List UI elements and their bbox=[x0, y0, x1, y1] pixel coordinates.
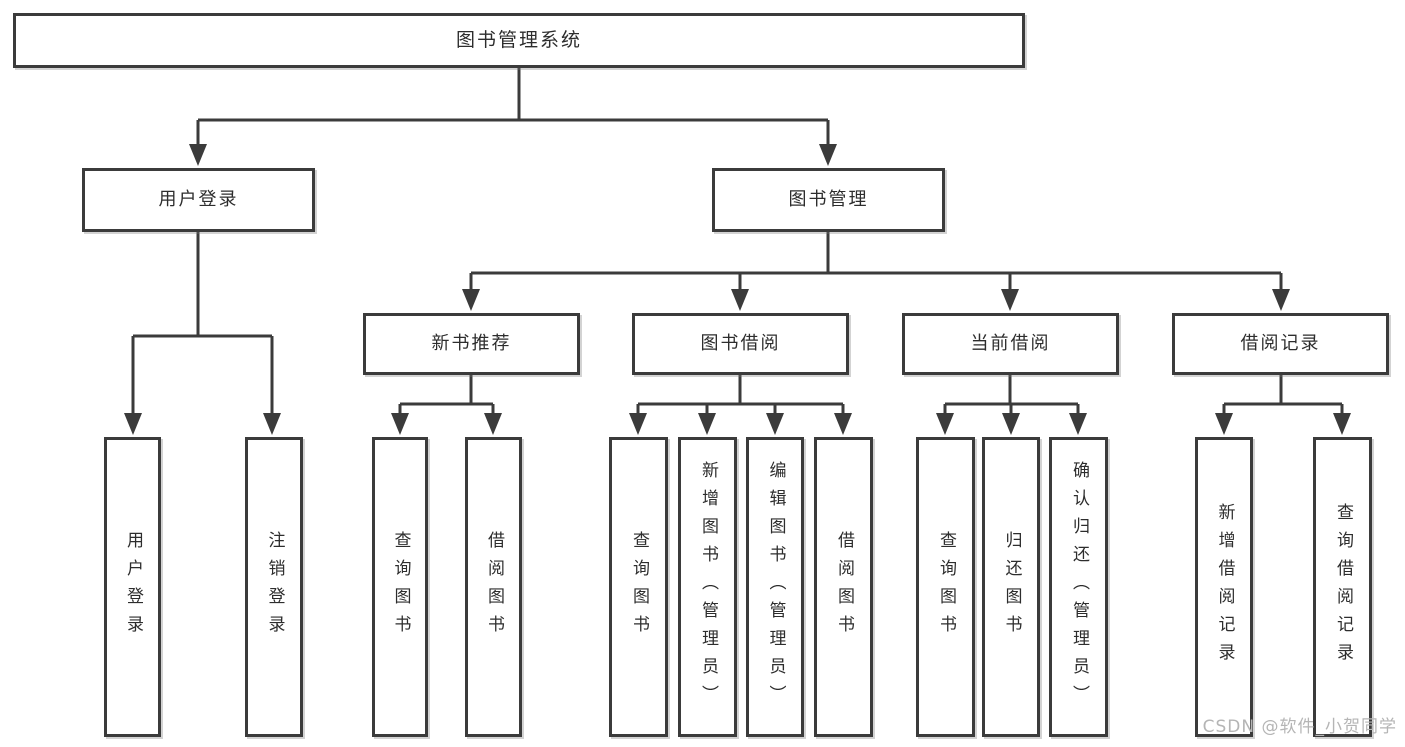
tree-trunk-lines bbox=[133, 68, 1342, 406]
node-label: 当前借阅 bbox=[970, 333, 1051, 355]
leaf-logout: 注销登录 bbox=[245, 437, 303, 737]
leaf-records-query-record: 查询借阅记录 bbox=[1313, 437, 1372, 737]
node-label: 用户登录 bbox=[123, 531, 143, 643]
node-label: 图书管理系统 bbox=[455, 29, 582, 52]
node-label: 查询图书 bbox=[390, 531, 411, 643]
node-label: 借阅图书 bbox=[484, 531, 504, 643]
leaf-current-query-books: 查询图书 bbox=[916, 437, 975, 737]
leaf-current-return-books: 归还图书 bbox=[982, 437, 1040, 737]
csdn-watermark: CSDN @软件_小贺同学 bbox=[1202, 717, 1397, 737]
node-label: 用户登录 bbox=[158, 189, 239, 211]
node-book-management: 图书管理 bbox=[712, 168, 945, 232]
leaf-borrow-add-books-admin: 新增图书（管理员） bbox=[678, 437, 737, 737]
node-label: 归还图书 bbox=[1001, 531, 1022, 643]
leaf-records-add-record: 新增借阅记录 bbox=[1195, 437, 1253, 737]
node-label: 借阅记录 bbox=[1240, 333, 1321, 355]
node-label: 借阅图书 bbox=[834, 531, 854, 643]
node-borrow-records: 借阅记录 bbox=[1172, 313, 1389, 375]
node-current-borrow: 当前借阅 bbox=[902, 313, 1119, 375]
leaf-newrec-borrow-books: 借阅图书 bbox=[465, 437, 522, 737]
node-library-management-system: 图书管理系统 bbox=[13, 13, 1025, 68]
leaf-newrec-query-books: 查询图书 bbox=[372, 437, 428, 737]
node-label: 新增图书（管理员） bbox=[698, 461, 718, 713]
arrow-down-icon bbox=[124, 120, 1351, 435]
node-label: 编辑图书（管理员） bbox=[765, 461, 786, 713]
leaf-borrow-borrow-books: 借阅图书 bbox=[814, 437, 873, 737]
leaf-current-confirm-return-admin: 确认归还（管理员） bbox=[1049, 437, 1108, 737]
leaf-user-login: 用户登录 bbox=[104, 437, 161, 737]
node-book-borrow: 图书借阅 bbox=[632, 313, 849, 375]
node-label: 查询图书 bbox=[936, 531, 956, 643]
node-new-book-recommend: 新书推荐 bbox=[363, 313, 580, 375]
node-label: 新书推荐 bbox=[431, 333, 512, 355]
node-label: 图书管理 bbox=[788, 189, 869, 211]
node-label: 查询借阅记录 bbox=[1333, 503, 1353, 671]
leaf-borrow-edit-books-admin: 编辑图书（管理员） bbox=[746, 437, 804, 737]
node-label: 图书借阅 bbox=[700, 333, 781, 355]
node-label: 注销登录 bbox=[264, 531, 285, 643]
node-label: 确认归还（管理员） bbox=[1069, 461, 1089, 713]
leaf-borrow-query-books: 查询图书 bbox=[609, 437, 668, 737]
node-user-login: 用户登录 bbox=[82, 168, 315, 232]
node-label: 查询图书 bbox=[629, 531, 649, 643]
node-label: 新增借阅记录 bbox=[1214, 503, 1235, 671]
